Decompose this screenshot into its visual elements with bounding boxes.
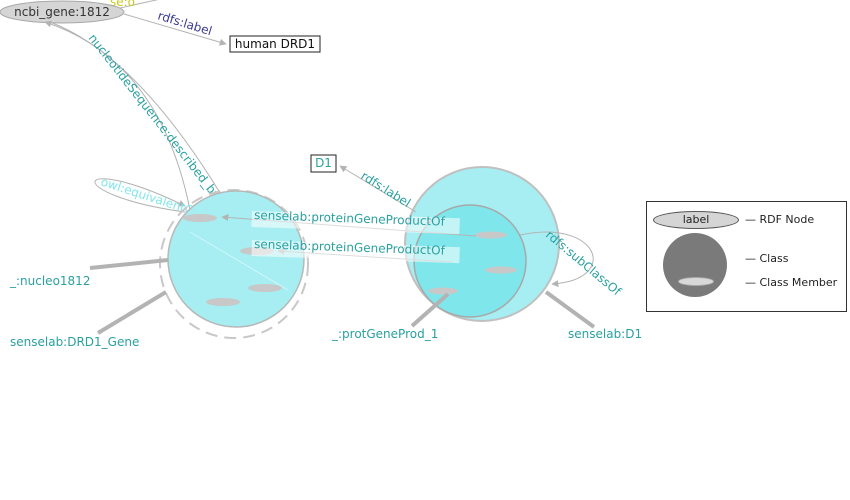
- stub-senselab-d1: [544, 290, 596, 329]
- label-senselab-d1: senselab:D1: [568, 327, 642, 341]
- edge-rdfs-label-d1-text: rdfs:label: [358, 169, 413, 210]
- label-drd1-gene: senselab:DRD1_Gene: [10, 335, 139, 349]
- edge-owl-equiv-loop: [94, 178, 186, 213]
- legend-rdf-node-shape: label: [653, 211, 739, 229]
- node-ncbi-gene-label: ncbi_gene:1812: [14, 5, 110, 19]
- edge-protein-gp-2-text: senselab:proteinGeneProductOf: [254, 237, 446, 258]
- edge-partial-top: [119, 0, 159, 9]
- edge-subclass-loop: [519, 231, 594, 288]
- member-ellipse[interactable]: [183, 214, 217, 222]
- partial-node-label: se:o: [110, 0, 135, 9]
- edge-rdfs-label-top: [123, 13, 227, 46]
- edge-protein-gp-1-text: senselab:proteinGeneProductOf: [254, 208, 446, 229]
- literal-human-drd1[interactable]: human DRD1: [229, 35, 321, 53]
- member-ellipse[interactable]: [206, 298, 240, 306]
- stub-drd1-gene: [96, 290, 168, 335]
- label-nucleo: _:nucleo1812: [9, 274, 90, 288]
- member-ellipse[interactable]: [248, 284, 282, 292]
- literal-d1[interactable]: D1: [310, 154, 337, 173]
- member-ellipse[interactable]: [485, 266, 517, 274]
- legend-class-member-text: — Class Member: [745, 276, 838, 289]
- literal-d1-label: D1: [315, 156, 332, 170]
- literal-human-drd1-label: human DRD1: [235, 37, 315, 51]
- stub-protgeneprod: [410, 292, 450, 328]
- member-ellipse[interactable]: [475, 231, 507, 239]
- label-protgeneprod: _:protGeneProd_1: [331, 327, 438, 341]
- legend-rdf-node-text: — RDF Node: [745, 213, 815, 226]
- legend-member-shape: [678, 277, 714, 286]
- edge-rdfs-label-top-text: rdfs:label: [156, 8, 214, 38]
- member-ellipse[interactable]: [428, 287, 458, 295]
- legend-class-text: — Class: [745, 252, 789, 265]
- node-ncbi-gene[interactable]: ncbi_gene:1812: [0, 0, 125, 24]
- edge-back-to-ncbi: [44, 20, 191, 211]
- stub-nucleo: [89, 258, 169, 270]
- edge-rdfs-label-d1: [339, 165, 417, 213]
- legend-panel: label — RDF Node — Class — Class Member: [646, 201, 847, 312]
- legend-class-shape: [663, 233, 727, 297]
